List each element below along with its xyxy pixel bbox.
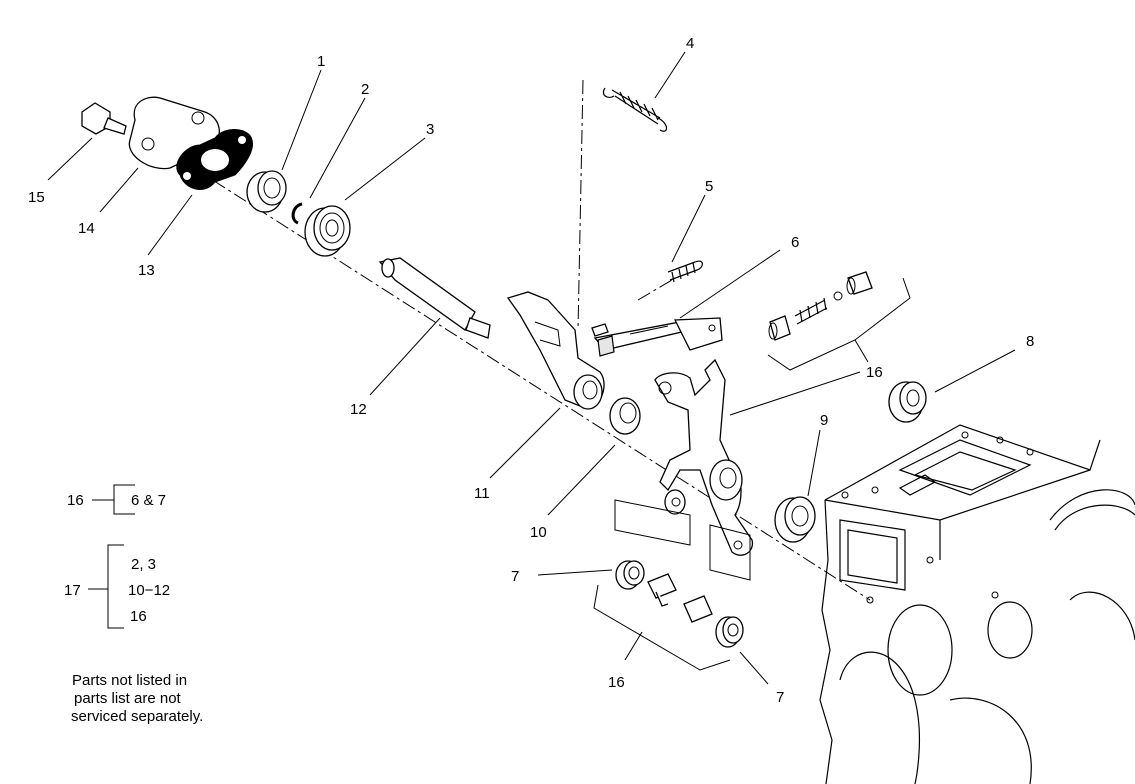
bushing — [246, 170, 287, 213]
engine-block — [819, 424, 1135, 784]
bearing-9 — [774, 496, 816, 543]
callout-labels: 1 2 3 4 5 6 7 7 8 9 10 11 12 13 14 15 16… — [28, 35, 1034, 706]
shaft-axis — [149, 79, 871, 601]
callout-14: 14 — [78, 220, 95, 237]
callout-6: 6 — [791, 234, 799, 251]
callout-13: 13 — [138, 262, 155, 279]
pivot-pin-upper — [647, 573, 677, 607]
leader-lines — [47, 51, 1016, 685]
note-line-2: parts list are not — [74, 690, 182, 707]
small-spring — [667, 260, 703, 283]
callout-11: 11 — [474, 485, 490, 502]
callout-10: 10 — [530, 524, 547, 541]
callout-7-lower: 7 — [776, 689, 784, 706]
legend-16-label: 16 — [67, 492, 84, 509]
shadow-panels — [614, 499, 751, 581]
kit-legend: 16 6 & 7 17 2, 3 10−12 16 — [64, 484, 170, 629]
service-note: Parts not listed in parts list are not s… — [71, 672, 203, 725]
link-bracket — [591, 317, 723, 357]
callout-1: 1 — [317, 53, 325, 70]
governor-shaft — [378, 257, 491, 339]
governor-arm — [506, 291, 605, 410]
callout-3: 3 — [426, 121, 434, 138]
legend-17-label: 17 — [64, 582, 81, 599]
callout-9: 9 — [820, 412, 828, 429]
legend-17-item-1: 2, 3 — [131, 556, 156, 573]
note-line-1: Parts not listed in — [72, 672, 187, 689]
callout-16-lower: 16 — [608, 674, 625, 691]
retaining-ring — [291, 202, 303, 225]
plunger-assembly — [768, 271, 873, 341]
callout-8: 8 — [1026, 333, 1034, 350]
callout-15: 15 — [28, 189, 45, 206]
legend-17-item-2: 10−12 — [128, 582, 170, 599]
pivot-pin-lower — [683, 595, 713, 623]
callout-5: 5 — [705, 178, 713, 195]
cap-screw — [81, 102, 127, 135]
note-line-3: serviced separately. — [71, 708, 203, 725]
oil-seal — [888, 381, 927, 423]
extension-spring — [602, 87, 668, 132]
callout-2: 2 — [361, 81, 369, 98]
governor-lever — [654, 358, 754, 556]
thrust-washer — [609, 397, 641, 435]
callout-4: 4 — [686, 35, 694, 52]
legend-16-item: 6 & 7 — [131, 492, 166, 509]
legend-17-item-3: 16 — [130, 608, 147, 625]
callout-16-upper: 16 — [866, 364, 883, 381]
ball-bearing — [304, 205, 351, 257]
gasket — [176, 129, 254, 190]
callout-12: 12 — [350, 401, 367, 418]
pivot-bushing-lower — [715, 616, 744, 648]
callout-7-upper: 7 — [511, 568, 519, 585]
pivot-bushing-upper — [615, 560, 645, 590]
